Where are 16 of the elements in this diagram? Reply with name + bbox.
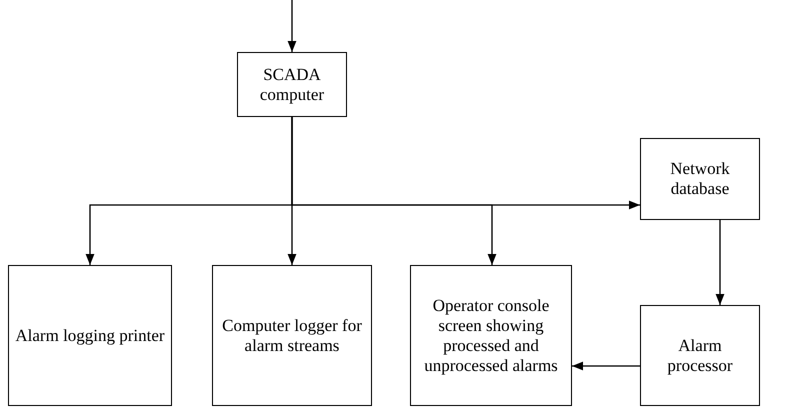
arrow: [288, 0, 296, 52]
arrow: [716, 220, 724, 305]
box-label: Computer logger for alarm streams: [221, 316, 363, 356]
process-box: [640, 138, 760, 220]
process-box: [640, 305, 760, 406]
box-label: Network database: [669, 159, 731, 199]
process-box: [237, 52, 347, 117]
process-box: [8, 265, 172, 406]
box-label: Alarm processor: [666, 336, 734, 376]
arrow: [291, 117, 640, 210]
process-box: [212, 265, 372, 406]
box-label: SCADA computer: [258, 64, 326, 104]
process-box: [410, 265, 572, 406]
arrow: [572, 362, 640, 370]
box-label: Operator console screen showing processed and unprocessed alarms: [423, 296, 559, 376]
box-label: Alarm logging printer: [15, 326, 165, 346]
